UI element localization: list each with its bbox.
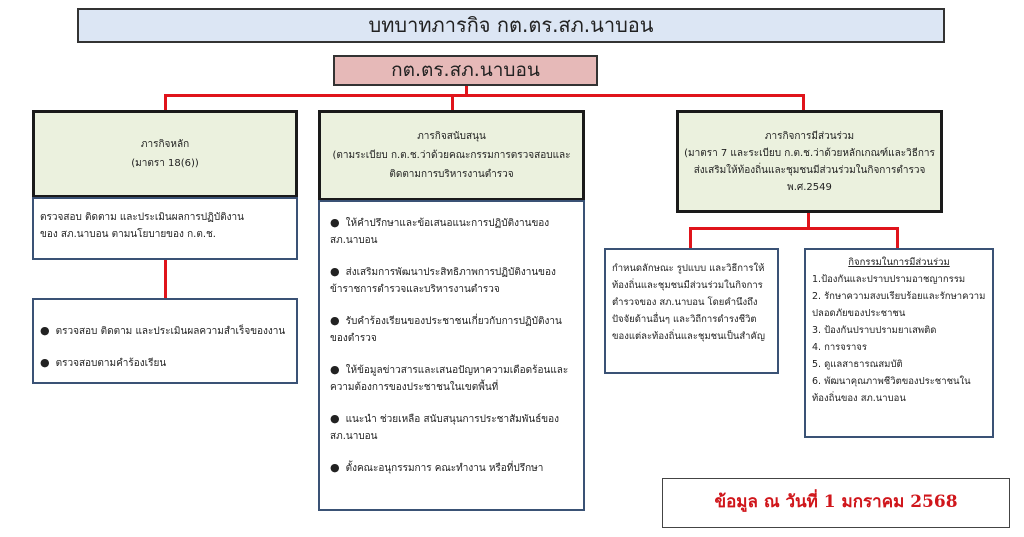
connector [164, 260, 167, 299]
header-subtitle: (มาตรา 7 และระเบียบ ก.ต.ช.ว่าด้วยหลักเกณ… [684, 147, 935, 159]
list-item: ให้คำปรึกษาและข้อเสนอแนะการปฏิบัติงานของ… [330, 214, 573, 249]
list-item: 4. การจราจร [812, 342, 867, 353]
header-subtitle: ติดตามการบริหารงานตำรวจ [389, 169, 514, 180]
activities-title: กิจกรรมในการมีส่วนร่วม [848, 257, 950, 268]
connector [465, 86, 468, 96]
connector [896, 227, 899, 249]
support-mission-header: ภารกิจสนับสนุน (ตามระเบียบ ก.ต.ช.ว่าด้วย… [318, 110, 585, 201]
list-item: 5. ดูแลสาธารณสมบัติ [812, 359, 903, 370]
header-subtitle: พ.ศ.2549 [787, 181, 832, 193]
list-item: ตั้งคณะอนุกรรมการ คณะทำงาน หรือที่ปรึกษา [330, 459, 573, 477]
connector [451, 94, 454, 111]
list-item: 6. พัฒนาคุณภาพชีวิตของประชาชนในท้องถิ่นข… [812, 376, 971, 404]
body-line: ของ สภ.นาบอน ตามนโยบายของ ก.ต.ช. [40, 229, 216, 240]
main-mission-body: ตรวจสอบ ติดตาม และประเมินผลการปฏิบัติงาน… [32, 197, 298, 260]
header-title: ภารกิจสนับสนุน [417, 131, 486, 142]
description-text: กำหนดลักษณะ รูปแบบ และวิธีการให้ท้องถิ่น… [612, 263, 765, 342]
list-item: 1.ป้องกันและปราบปรามอาชญากรรม [812, 274, 966, 285]
header-subtitle: (มาตรา 18(6)) [131, 158, 199, 169]
connector [689, 227, 899, 230]
list-item: 3. ป้องกันปราบปรามยาเสพติด [812, 325, 937, 336]
list-item: รับคำร้องเรียนของประชาชนเกี่ยวกับการปฏิบ… [330, 312, 573, 347]
list-item: ให้ข้อมูลข่าวสารและเสนอปัญหาความเดือดร้อ… [330, 361, 573, 396]
header-subtitle: (ตามระเบียบ ก.ต.ช.ว่าด้วยคณะกรรมการตรวจส… [332, 150, 571, 161]
support-mission-items: ให้คำปรึกษาและข้อเสนอแนะการปฏิบัติงานของ… [318, 200, 585, 511]
list-item: ตรวจสอบตามคำร้องเรียน [40, 354, 290, 372]
list-item: 2. รักษาความสงบเรียบร้อยและรักษาความปลอด… [812, 291, 986, 319]
main-mission-items: ตรวจสอบ ติดตาม และประเมินผลความสำเร็จของ… [32, 298, 298, 384]
header-title: ภารกิจการมีส่วนร่วม [764, 130, 855, 142]
root-node: กต.ตร.สภ.นาบอน [333, 55, 598, 86]
body-line: ตรวจสอบ ติดตาม และประเมินผลการปฏิบัติงาน [40, 212, 244, 223]
header-title: ภารกิจหลัก [140, 139, 190, 150]
connector [807, 212, 810, 229]
connector [164, 94, 805, 97]
header-subtitle: ส่งเสริมให้ท้องถิ่นและชุมชนมีส่วนร่วมในก… [693, 164, 926, 176]
connector [689, 227, 692, 249]
list-item: แนะนำ ช่วยเหลือ สนับสนุนการประชาสัมพันธ์… [330, 410, 573, 445]
main-mission-header: ภารกิจหลัก (มาตรา 18(6)) [32, 110, 298, 198]
participation-mission-header: ภารกิจการมีส่วนร่วม (มาตรา 7 และระเบียบ … [676, 110, 943, 213]
list-item: ตรวจสอบ ติดตาม และประเมินผลความสำเร็จของ… [40, 322, 290, 340]
participation-activities: กิจกรรมในการมีส่วนร่วม 1.ป้องกันและปราบป… [804, 248, 994, 438]
connector [802, 94, 805, 111]
list-item: ส่งเสริมการพัฒนาประสิทธิภาพการปฏิบัติงาน… [330, 263, 573, 298]
page-title: บทบาทภารกิจ กต.ตร.สภ.นาบอน [77, 8, 945, 43]
connector [164, 94, 167, 111]
participation-description: กำหนดลักษณะ รูปแบบ และวิธีการให้ท้องถิ่น… [604, 248, 779, 374]
data-date-note: ข้อมูล ณ วันที่ 1 มกราคม 2568 [662, 478, 1010, 528]
